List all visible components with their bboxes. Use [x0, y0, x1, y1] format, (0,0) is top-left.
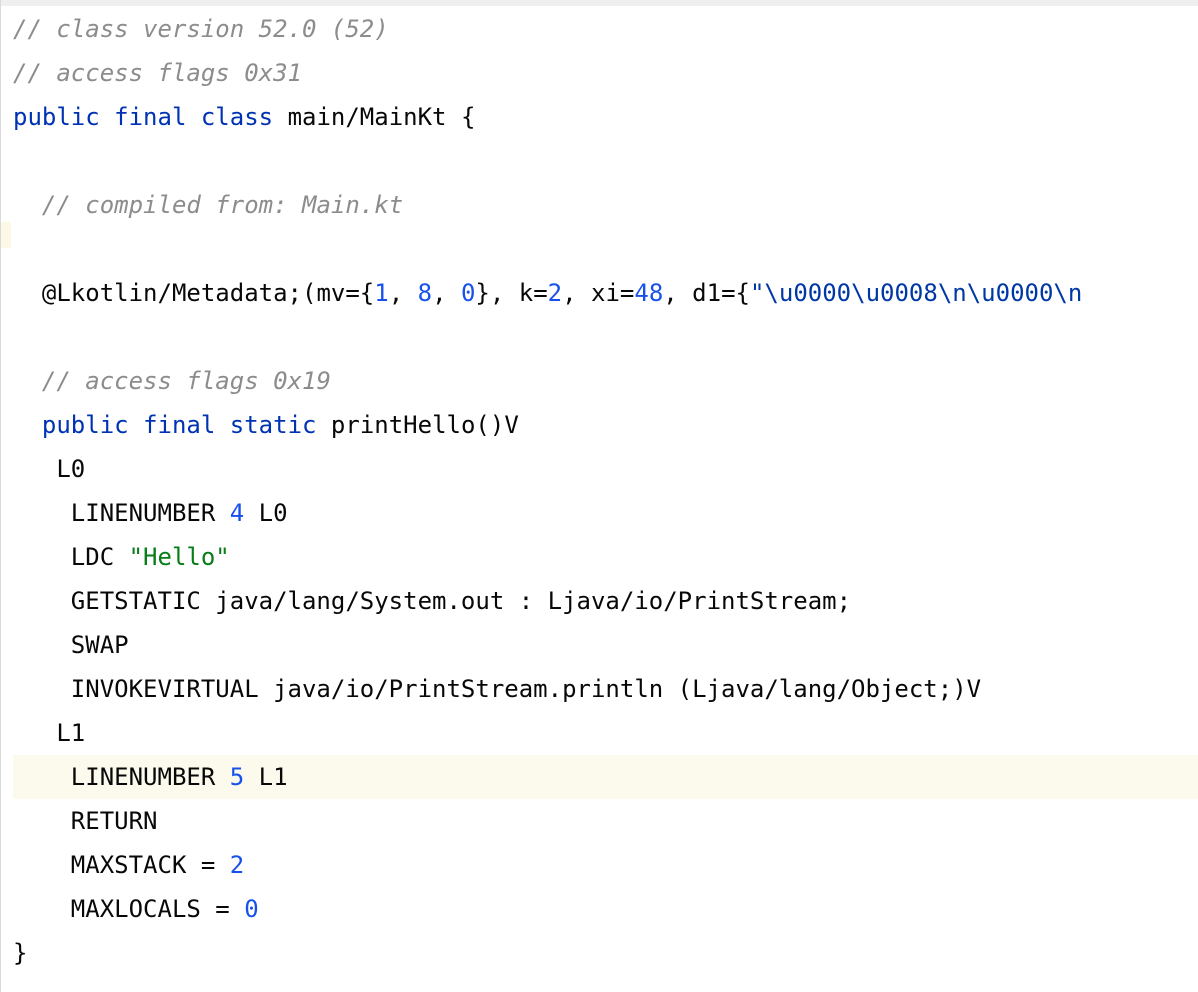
code-line-12[interactable]: LINENUMBER 4 L0: [13, 491, 288, 535]
annotation: @Lkotlin/Metadata;(mv={: [41, 279, 375, 307]
code-line-19[interactable]: RETURN: [13, 799, 158, 843]
instruction: SWAP: [70, 631, 129, 659]
code-line-18[interactable]: LINENUMBER 5 L1: [13, 755, 288, 799]
instruction: LINENUMBER: [70, 763, 230, 791]
number: 2: [229, 851, 245, 879]
instruction: RETURN: [70, 807, 158, 835]
code-line-7[interactable]: @Lkotlin/Metadata;(mv={1, 8, 0}, k=2, xi…: [13, 271, 1082, 315]
editor-top-edge: [1, 0, 1198, 6]
closing-brace: }: [13, 939, 28, 967]
keyword: class: [200, 103, 274, 131]
current-line-highlight: [13, 755, 1198, 799]
number: 4: [229, 499, 245, 527]
comment: // class version 52.0 (52): [13, 15, 389, 43]
keyword: public: [13, 103, 100, 131]
class-declaration: main/MainKt {: [287, 103, 476, 131]
comment: // access flags 0x31: [13, 59, 302, 87]
method-signature: printHello()V: [330, 411, 519, 439]
code-line-22[interactable]: }: [13, 931, 27, 975]
code-line-2[interactable]: // access flags 0x31: [13, 51, 302, 95]
code-line-14[interactable]: GETSTATIC java/lang/System.out : Ljava/i…: [13, 579, 851, 623]
number: 5: [229, 763, 245, 791]
instruction: LDC: [70, 543, 129, 571]
code-text: L1: [244, 763, 288, 791]
number: 8: [417, 279, 433, 307]
instruction: GETSTATIC java/lang/System.out : Ljava/i…: [70, 587, 852, 615]
code-text: }, k=: [475, 279, 548, 307]
code-line-20[interactable]: MAXSTACK = 2: [13, 843, 244, 887]
string-literal: "\u0000\u0008\n\u0000\n: [749, 279, 1083, 307]
code-line-1[interactable]: // class version 52.0 (52): [13, 7, 389, 51]
code-line-21[interactable]: MAXLOCALS = 0: [13, 887, 259, 931]
comment: // access flags 0x19: [41, 367, 331, 395]
instruction: INVOKEVIRTUAL java/io/PrintStream.printl…: [70, 675, 982, 703]
code-line-5[interactable]: // compiled from: Main.kt: [13, 183, 403, 227]
code-text: L0: [244, 499, 288, 527]
label: L1: [56, 719, 86, 747]
string-literal: "Hello": [128, 543, 230, 571]
label: L0: [56, 455, 86, 483]
code-text: , xi=: [562, 279, 635, 307]
instruction: MAXSTACK =: [70, 851, 230, 879]
code-line-3[interactable]: public final class main/MainKt {: [13, 95, 475, 139]
keyword: final: [143, 411, 216, 439]
number: 2: [547, 279, 563, 307]
number: 0: [460, 279, 476, 307]
code-line-10[interactable]: public final static printHello()V: [13, 403, 519, 447]
number: 1: [374, 279, 389, 307]
comment: // compiled from: Main.kt: [41, 191, 404, 219]
code-text: ,: [388, 279, 418, 307]
code-text: , d1={: [663, 279, 750, 307]
code-text: ,: [432, 279, 461, 307]
code-line-15[interactable]: SWAP: [13, 623, 129, 667]
keyword: public: [41, 411, 129, 439]
number: 0: [244, 895, 259, 923]
code-line-16[interactable]: INVOKEVIRTUAL java/io/PrintStream.printl…: [13, 667, 981, 711]
keyword: final: [114, 103, 187, 131]
gutter-highlight-marker: [1, 222, 11, 248]
instruction: LINENUMBER: [70, 499, 230, 527]
code-line-9[interactable]: // access flags 0x19: [13, 359, 331, 403]
number: 48: [634, 279, 664, 307]
code-line-17[interactable]: L1: [13, 711, 85, 755]
keyword: static: [229, 411, 317, 439]
code-line-13[interactable]: LDC "Hello": [13, 535, 230, 579]
instruction: MAXLOCALS =: [70, 895, 245, 923]
code-line-11[interactable]: L0: [13, 447, 85, 491]
